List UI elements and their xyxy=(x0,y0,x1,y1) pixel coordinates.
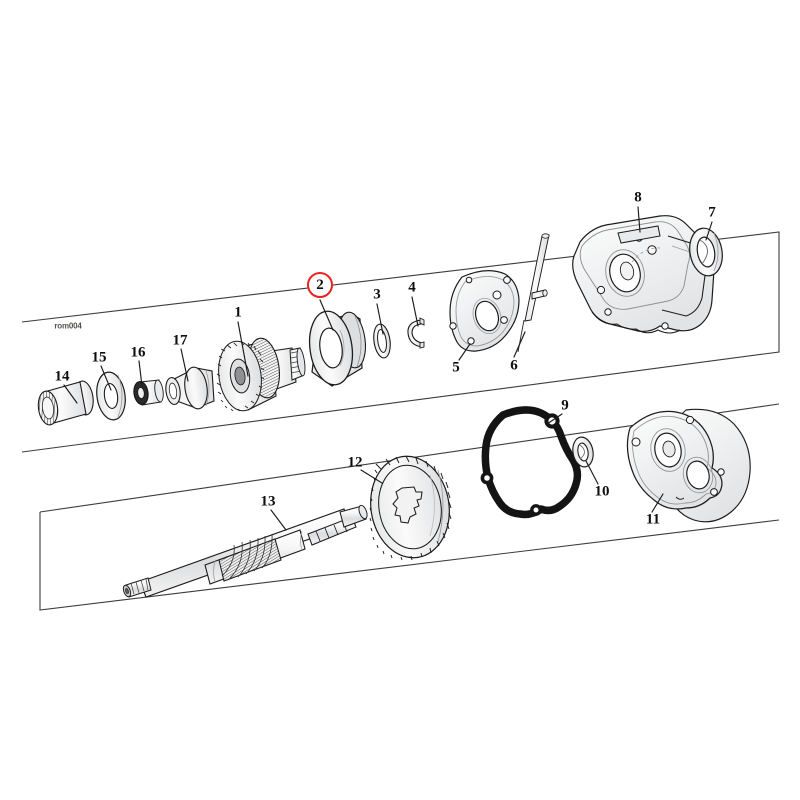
part-oil-pump-drive-gear xyxy=(308,310,367,387)
part-small-seal-ring xyxy=(572,436,594,468)
part-stepped-collar xyxy=(165,366,215,410)
frame-upper-panel xyxy=(21,231,780,453)
part-dowel-pins xyxy=(517,233,550,353)
part-seal-ring xyxy=(689,227,723,277)
callout-label-4[interactable]: 4 xyxy=(408,279,416,296)
part-thrust-washer xyxy=(373,323,391,359)
callout-label-6[interactable]: 6 xyxy=(510,357,518,374)
part-driven-sprocket-gear xyxy=(369,455,452,561)
part-needle-roller-bearing xyxy=(37,380,94,426)
part-small-bushing xyxy=(133,379,164,406)
callout-label-12[interactable]: 12 xyxy=(347,454,363,471)
callout-label-9[interactable]: 9 xyxy=(561,397,569,414)
part-pump-body-plate xyxy=(449,270,520,352)
callout-label-7[interactable]: 7 xyxy=(708,204,716,221)
callout-label-15[interactable]: 15 xyxy=(91,349,107,366)
callout-label-2-highlighted[interactable]: 2 xyxy=(307,272,333,298)
part-oil-pump-housing xyxy=(572,215,715,334)
callout-label-3[interactable]: 3 xyxy=(373,286,381,303)
callout-label-13[interactable]: 13 xyxy=(260,493,276,510)
callout-label-16[interactable]: 16 xyxy=(130,344,146,361)
image-code-watermark: rom004 xyxy=(54,321,82,331)
part-drive-gear-shaft xyxy=(216,337,306,412)
callout-leader-lines xyxy=(63,206,713,531)
callout-label-17[interactable]: 17 xyxy=(172,332,188,349)
callout-label-14[interactable]: 14 xyxy=(54,368,70,385)
callout-label-5[interactable]: 5 xyxy=(452,359,460,376)
callout-label-10[interactable]: 10 xyxy=(594,483,610,500)
callout-label-11[interactable]: 11 xyxy=(645,511,661,528)
part-pump-cover-gasket xyxy=(480,406,582,519)
callout-label-8[interactable]: 8 xyxy=(634,189,642,206)
part-flat-washer-large xyxy=(96,371,126,421)
part-transmission-mainshaft xyxy=(122,504,368,598)
part-pump-cover-plate xyxy=(626,408,751,523)
callout-label-1[interactable]: 1 xyxy=(234,304,242,321)
part-retaining-clip xyxy=(407,317,425,349)
